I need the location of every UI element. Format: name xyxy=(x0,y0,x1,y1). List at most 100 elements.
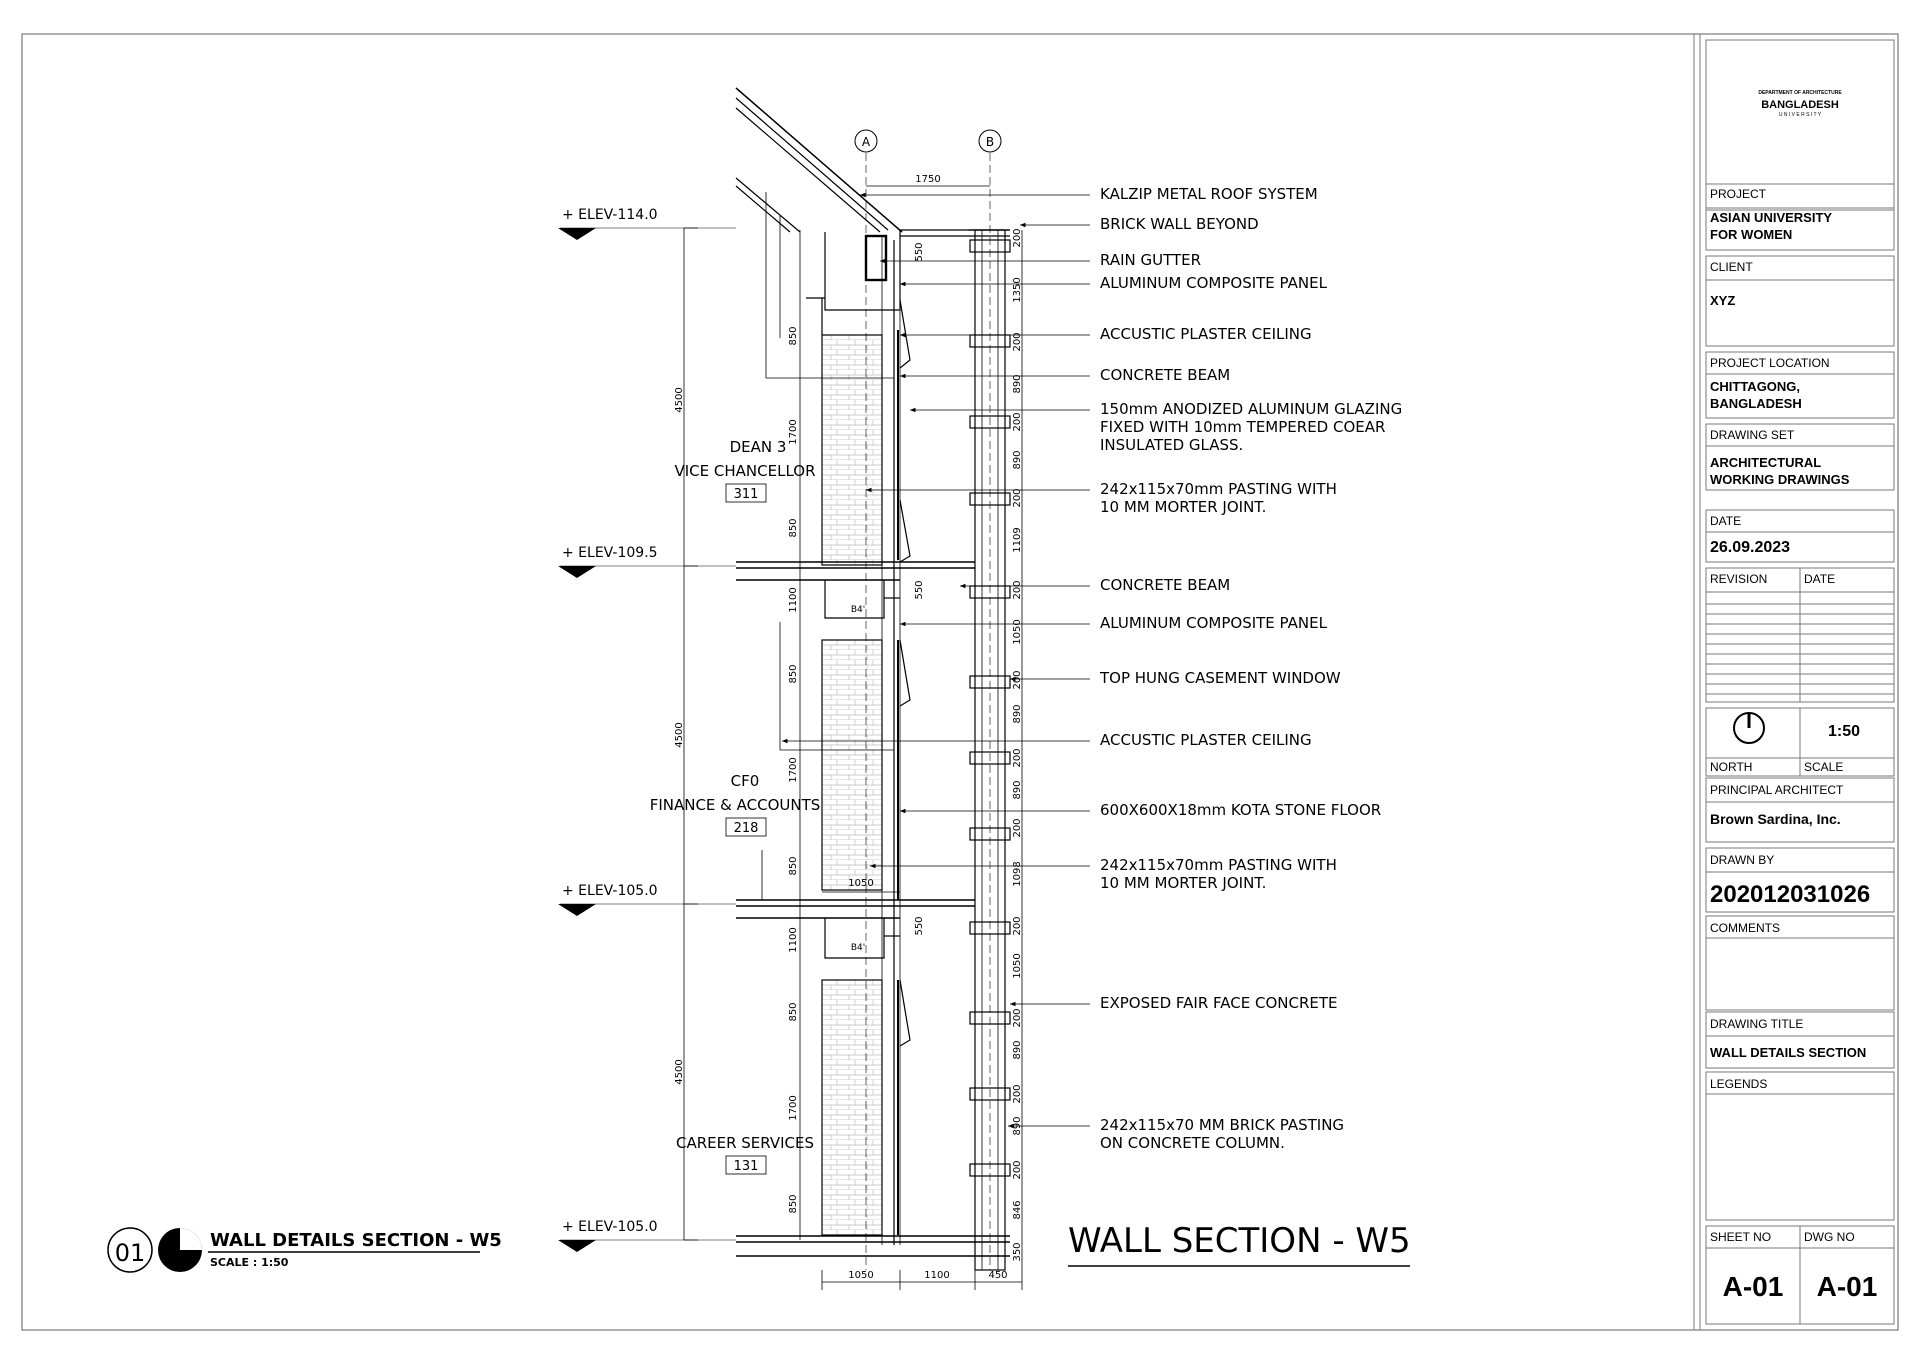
svg-text:850: 850 xyxy=(788,518,799,537)
callout-label: 150mm ANODIZED ALUMINUM GLAZING xyxy=(1100,400,1402,418)
room-tag: CAREER SERVICES 131 xyxy=(676,1134,814,1175)
callout-label: 600X600X18mm KOTA STONE FLOOR xyxy=(1100,801,1381,819)
svg-text:PROJECT LOCATION: PROJECT LOCATION xyxy=(1710,356,1830,370)
svg-text:CLIENT: CLIENT xyxy=(1710,260,1753,274)
svg-text:BANGLADESH: BANGLADESH xyxy=(1710,396,1802,411)
callout-label: ACCUSTIC PLASTER CEILING xyxy=(1100,731,1312,749)
column-dimension: 890 xyxy=(1012,704,1023,723)
column-dimension: 200 xyxy=(1012,228,1023,247)
svg-text:CHITTAGONG,: CHITTAGONG, xyxy=(1710,379,1800,394)
column-dimension: 846 xyxy=(1012,1200,1023,1219)
svg-text:FINANCE & ACCOUNTS: FINANCE & ACCOUNTS xyxy=(650,796,821,814)
elevation-marker: + ELEV-105.0 xyxy=(558,883,658,916)
svg-text:218: 218 xyxy=(734,821,759,836)
svg-text:4500: 4500 xyxy=(674,387,685,412)
column-dimension: 200 xyxy=(1012,748,1023,767)
svg-text:DATE: DATE xyxy=(1804,572,1835,586)
svg-text:+ ELEV-105.0: + ELEV-105.0 xyxy=(562,1219,658,1235)
grid-bubble-b: B xyxy=(978,129,1002,153)
callout-label: TOP HUNG CASEMENT WINDOW xyxy=(1099,669,1341,687)
room-tag: CF0 FINANCE & ACCOUNTS 218 xyxy=(650,772,821,837)
svg-text:WALL DETAILS SECTION: WALL DETAILS SECTION xyxy=(1710,1045,1866,1060)
svg-text:WALL SECTION - W5: WALL SECTION - W5 xyxy=(1068,1221,1411,1261)
column-dimensions: 2001350200890200890200110920010502008902… xyxy=(1012,228,1023,1261)
sheet-border xyxy=(21,33,1899,1331)
svg-text:850: 850 xyxy=(788,1194,799,1213)
svg-text:A-01: A-01 xyxy=(1723,1271,1784,1302)
column-dimension: 200 xyxy=(1012,1008,1023,1027)
svg-text:NORTH: NORTH xyxy=(1710,760,1752,774)
svg-text:DRAWING TITLE: DRAWING TITLE xyxy=(1710,1017,1803,1031)
callout-label: 10 MM MORTER JOINT. xyxy=(1100,498,1266,516)
column-dimension: 1350 xyxy=(1012,277,1023,302)
svg-text:LEGENDS: LEGENDS xyxy=(1710,1077,1767,1091)
svg-text:1700: 1700 xyxy=(788,419,799,444)
svg-text:XYZ: XYZ xyxy=(1710,293,1735,308)
grid-bubble-a: A xyxy=(854,129,878,153)
svg-text:131: 131 xyxy=(734,1159,759,1174)
callout-label: FIXED WITH 10mm TEMPERED COEAR xyxy=(1100,418,1385,436)
svg-text:1:50: 1:50 xyxy=(1828,723,1860,740)
inner-dimensions: 550 850 1700 850 1100 550 850 1700 850 1… xyxy=(788,242,925,1213)
floor-dim: 1050 xyxy=(848,878,873,889)
svg-text:1100: 1100 xyxy=(788,587,799,612)
room-tags: DEAN 3 VICE CHANCELLOR 311 CF0 FINANCE &… xyxy=(650,438,821,1175)
callout-label: ALUMINUM COMPOSITE PANEL xyxy=(1100,614,1328,632)
svg-text:BANGLADESH: BANGLADESH xyxy=(1761,99,1839,111)
elevation-marker: + ELEV-114.0 xyxy=(558,207,658,240)
column-dimension: 200 xyxy=(1012,818,1023,837)
svg-text:B: B xyxy=(986,135,994,149)
callout-label: KALZIP METAL ROOF SYSTEM xyxy=(1100,185,1318,203)
svg-text:WORKING DRAWINGS: WORKING DRAWINGS xyxy=(1710,472,1850,487)
svg-text:1100: 1100 xyxy=(924,1270,949,1281)
svg-text:1700: 1700 xyxy=(788,757,799,782)
svg-text:CF0: CF0 xyxy=(731,772,760,790)
grid-spacing-dim: 1750 xyxy=(915,174,940,185)
beam-tag: B4' xyxy=(851,943,865,953)
svg-text:U N I V E R S I T Y: U N I V E R S I T Y xyxy=(1779,112,1822,118)
callout-label: INSULATED GLASS. xyxy=(1100,436,1243,454)
main-title: WALL SECTION - W5 xyxy=(1068,1221,1411,1267)
column-dimension: 1109 xyxy=(1012,527,1023,552)
callout-label: 242x115x70mm PASTING WITH xyxy=(1100,480,1337,498)
svg-text:550: 550 xyxy=(914,242,925,261)
svg-text:450: 450 xyxy=(988,1270,1007,1281)
svg-text:DATE: DATE xyxy=(1710,514,1741,528)
column-dimension: 200 xyxy=(1012,1084,1023,1103)
column-dimension: 200 xyxy=(1012,1160,1023,1179)
svg-text:Brown Sardina, Inc.: Brown Sardina, Inc. xyxy=(1710,811,1841,827)
room-tag: DEAN 3 VICE CHANCELLOR 311 xyxy=(675,438,816,503)
svg-text:4500: 4500 xyxy=(674,722,685,747)
svg-text:550: 550 xyxy=(914,580,925,599)
column-dimension: 1098 xyxy=(1012,861,1023,886)
callout-label: BRICK WALL BEYOND xyxy=(1100,215,1259,233)
elevation-marker: + ELEV-109.5 xyxy=(558,545,658,578)
title-block-text: DEPARTMENT OF ARCHITECTURE BANGLADESH U … xyxy=(1710,90,1877,1302)
callout-label: ON CONCRETE COLUMN. xyxy=(1100,1134,1285,1152)
svg-text:1050: 1050 xyxy=(848,1270,873,1281)
column-dimension: 1050 xyxy=(1012,953,1023,978)
column-dimension: 200 xyxy=(1012,332,1023,351)
svg-text:202012031026: 202012031026 xyxy=(1710,881,1870,908)
column-dimension: 200 xyxy=(1012,488,1023,507)
svg-text:CAREER SERVICES: CAREER SERVICES xyxy=(676,1134,814,1152)
column-dimension: 890 xyxy=(1012,450,1023,469)
column-dimension: 1050 xyxy=(1012,619,1023,644)
svg-text:SCALE: SCALE xyxy=(1804,760,1843,774)
svg-text:DRAWING SET: DRAWING SET xyxy=(1710,428,1795,442)
svg-text:A-01: A-01 xyxy=(1817,1271,1878,1302)
svg-text:1700: 1700 xyxy=(788,1095,799,1120)
elevation-marker: + ELEV-105.0 xyxy=(558,1219,658,1252)
svg-text:850: 850 xyxy=(788,664,799,683)
svg-text:311: 311 xyxy=(734,487,759,502)
callout-label: CONCRETE BEAM xyxy=(1100,366,1230,384)
svg-text:1100: 1100 xyxy=(788,927,799,952)
callouts: KALZIP METAL ROOF SYSTEM BRICK WALL BEYON… xyxy=(782,185,1402,1152)
svg-text:26.09.2023: 26.09.2023 xyxy=(1710,539,1790,556)
story-dimensions: 4500 4500 4500 xyxy=(674,387,685,1084)
svg-text:COMMENTS: COMMENTS xyxy=(1710,921,1780,935)
elevation-markers: + ELEV-114.0 + ELEV-109.5 + ELEV-105.0 +… xyxy=(558,207,658,1252)
svg-text:01: 01 xyxy=(115,1239,146,1267)
beam-tag: B4' xyxy=(851,605,865,615)
